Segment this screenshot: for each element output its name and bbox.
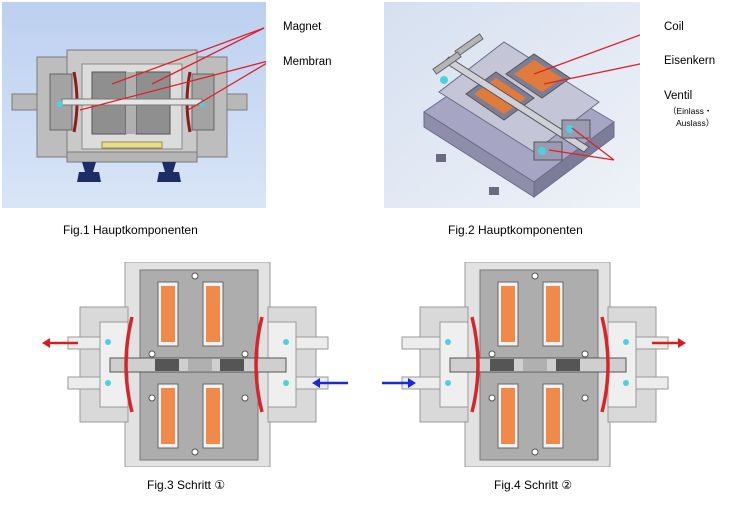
- fig3-caption: Fig.3 Schritt ①: [147, 478, 226, 492]
- fig2-iso-drawing: [384, 2, 640, 208]
- fig4-caption: Fig.4 Schritt ②: [494, 478, 573, 492]
- fig2-panel: [384, 2, 640, 208]
- fig1-section-drawing: [2, 2, 266, 208]
- fig4-section-drawing: [382, 262, 686, 467]
- fig3-section-drawing: [42, 262, 348, 467]
- callout-eisenkern: Eisenkern: [664, 55, 716, 67]
- callout-magnet: Magnet: [283, 21, 322, 33]
- fig1-caption: Fig.1 Hauptkomponenten: [63, 223, 198, 237]
- callout-coil: Coil: [664, 21, 684, 33]
- callout-membran: Membran: [283, 56, 332, 68]
- fig2-caption: Fig.2 Hauptkomponenten: [448, 223, 583, 237]
- callout-ventil: Ventil: [664, 90, 693, 102]
- fig3-panel: [40, 262, 350, 467]
- callout-ventil-detail-2: Auslass）: [676, 118, 715, 128]
- fig4-panel: [380, 262, 690, 467]
- callout-ventil-detail-1: （Einlass・: [668, 106, 713, 116]
- fig1-panel: [2, 2, 266, 208]
